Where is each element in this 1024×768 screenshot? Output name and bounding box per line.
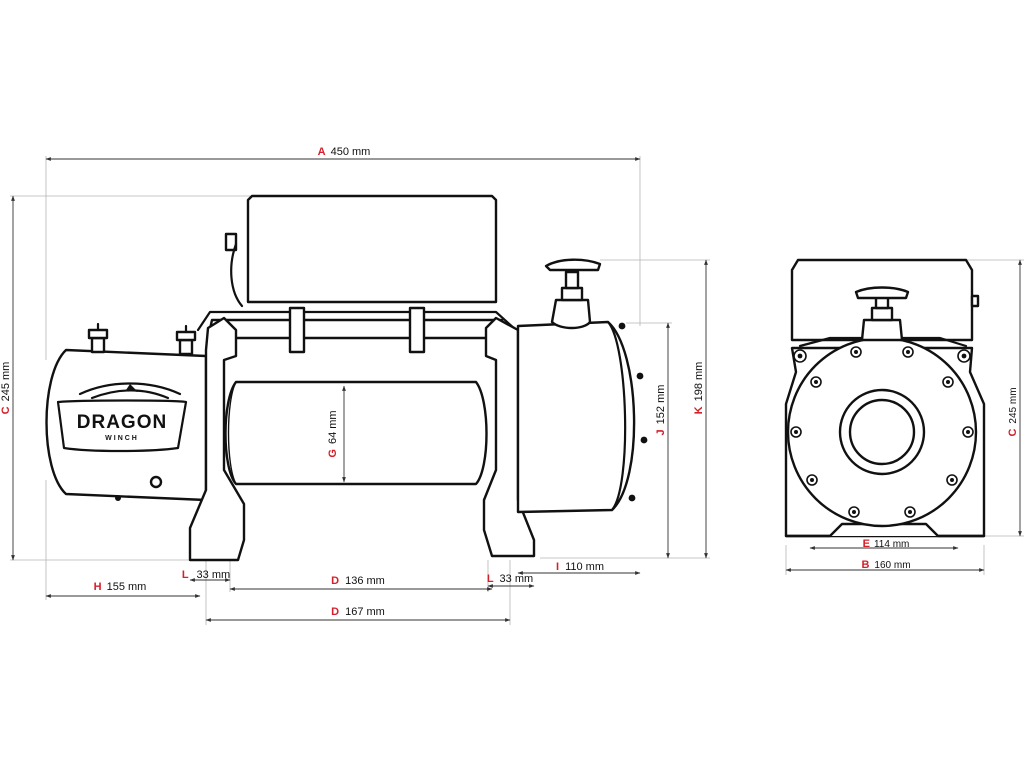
side-view: DRAGON WINCH	[10, 156, 710, 625]
motor-terminal-right	[175, 324, 197, 356]
front-clutch-lever	[854, 286, 910, 342]
motor-plug	[149, 475, 163, 489]
dimension-c-side-label: C245 mm	[0, 362, 12, 415]
clutch-lever	[544, 258, 602, 330]
dimension-k-label: K198 mm	[693, 362, 705, 415]
logo-brand: DRAGON	[77, 412, 167, 433]
clamp-right	[408, 306, 426, 354]
end-frame-left	[188, 316, 246, 562]
gearbox-housing	[516, 320, 636, 514]
motor-screw-icon	[115, 495, 121, 501]
svg-text:G64 mm: G64 mm	[327, 410, 339, 457]
rope-drum	[224, 380, 488, 486]
tie-bar	[206, 318, 508, 340]
logo-sub: WINCH	[105, 435, 139, 442]
control-box	[224, 194, 498, 308]
front-view	[784, 258, 1024, 575]
drum-hub-inner	[848, 398, 916, 466]
flange-bolts	[790, 346, 974, 518]
dimension-g-label: G64 mm	[327, 410, 339, 457]
dimension-c-front-label: C245 mm	[1007, 387, 1019, 436]
motor-housing	[45, 348, 208, 502]
svg-text:K198 mm: K198 mm	[693, 362, 705, 415]
motor-terminal-left	[87, 322, 109, 354]
svg-text:C245 mm: C245 mm	[0, 362, 12, 415]
svg-text:L33 mm: L33 mm	[487, 573, 533, 585]
dragon-winch-logo: DRAGON WINCH	[56, 382, 188, 453]
clamp-left	[288, 306, 306, 354]
svg-text:L33 mm: L33 mm	[182, 569, 230, 581]
dimension-j-label: J152 mm	[655, 385, 667, 436]
svg-text:J152 mm: J152 mm	[655, 385, 667, 436]
svg-text:C245 mm: C245 mm	[1007, 387, 1019, 436]
